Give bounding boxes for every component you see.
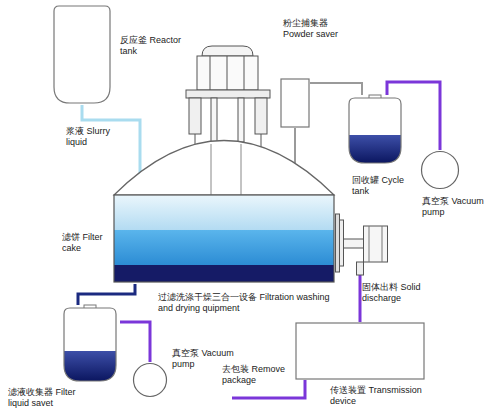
- reactor-vessel: [54, 6, 110, 103]
- motor-rib: [210, 56, 211, 90]
- reactor-tank: 反应釜 Reactor tank: [52, 5, 112, 105]
- node-label: 固体出料 Solid discharge: [362, 282, 432, 304]
- drive-shaft: [211, 98, 217, 142]
- vessel-outline: [114, 195, 334, 282]
- flange: [336, 214, 340, 272]
- node-label: 滤液收集器 Filter liquid savet: [8, 387, 94, 409]
- unit-box: [296, 323, 424, 379]
- cylinder-ring: [369, 226, 370, 262]
- pipe-connector: [120, 322, 150, 362]
- piston-rod: [344, 239, 364, 248]
- pipe-connector: [310, 83, 362, 95]
- filter-plate: [114, 265, 334, 282]
- part-label: 滤饼 Filter cake: [62, 232, 112, 254]
- tank-outline: [64, 308, 116, 381]
- solid-discharge-shape: [335, 212, 390, 275]
- drive-shaft: [238, 98, 244, 142]
- dust-outlet: [294, 138, 296, 166]
- part-label: 去包装 Remove package: [222, 364, 294, 386]
- vacuum-pump: 真空泵 Vacuum pump: [420, 150, 460, 190]
- filter-dryer: 过滤洗涤干燥三合一设备 Filtration washing and dryin…: [113, 138, 335, 284]
- flange: [340, 220, 344, 266]
- transmission-box: 传送装置 Transmission device: [295, 322, 425, 380]
- cycle-tank: 回收罐 Cycle tank: [345, 95, 405, 165]
- node-label: 粉尘捕集器 Powder saver: [283, 18, 347, 40]
- vessel-dome: [114, 141, 334, 196]
- pump-circle: [134, 364, 167, 397]
- filtrate-tank-shape: [60, 305, 120, 383]
- discharge-nozzle: [357, 262, 364, 275]
- agitator-shaft: [241, 144, 242, 195]
- unit-box: [281, 79, 309, 127]
- lift-cylinder: [255, 98, 267, 134]
- base-plate: [186, 90, 270, 98]
- vacuum-pump-shape: [132, 362, 168, 398]
- tank-body: [64, 308, 116, 381]
- node-label: 传送装置 Transmission device: [330, 385, 424, 407]
- reactor-tank-shape: [52, 5, 112, 105]
- filtrate-tank: 滤液收集器 Filter liquid savet: [60, 305, 120, 383]
- powder-saver: 粉尘捕集器 Powder saver: [280, 78, 310, 128]
- solid-discharge: 固体出料 Solid discharge: [335, 212, 390, 275]
- motor-cap: [202, 46, 253, 56]
- lift-cylinder: [189, 98, 201, 134]
- tank-outline: [349, 98, 401, 163]
- pipe-connector: [78, 284, 135, 305]
- powder-saver-shape: [280, 78, 310, 128]
- vacuum-pump: 真空泵 Vacuum pump: [132, 362, 168, 398]
- node-label: 真空泵 Vacuum pump: [422, 196, 488, 218]
- agitator-shaft: [211, 144, 212, 195]
- tank-liquid: [64, 351, 116, 381]
- filter-dryer-shape: [113, 138, 335, 284]
- pipe-label: 浆液 Slurry liquid: [66, 126, 126, 148]
- motor-rib: [227, 56, 228, 90]
- pipe-connector: [359, 275, 362, 322]
- pump-circle: [422, 152, 459, 189]
- discharge-cylinder: [364, 226, 388, 262]
- node-label: 反应釜 Reactor tank: [120, 35, 182, 57]
- vacuum-pump-shape: [420, 150, 460, 190]
- tank-body: [349, 98, 401, 163]
- node-label: 回收罐 Cycle tank: [352, 175, 406, 197]
- cylinder-ring: [382, 226, 383, 262]
- filter-cake-band: [114, 230, 334, 265]
- motor-body: [197, 56, 258, 90]
- transmission-box-shape: [295, 322, 425, 380]
- pipe-connector: [294, 128, 296, 138]
- cycle-tank-shape: [345, 95, 405, 165]
- node-label: 过滤洗涤干燥三合一设备 Filtration washing and dryin…: [158, 292, 336, 314]
- agitator-motor: [186, 46, 270, 148]
- tank-liquid: [349, 135, 401, 163]
- liquid-zone: [114, 195, 334, 230]
- motor-rib: [244, 56, 245, 90]
- slurry-inlet: [139, 138, 142, 176]
